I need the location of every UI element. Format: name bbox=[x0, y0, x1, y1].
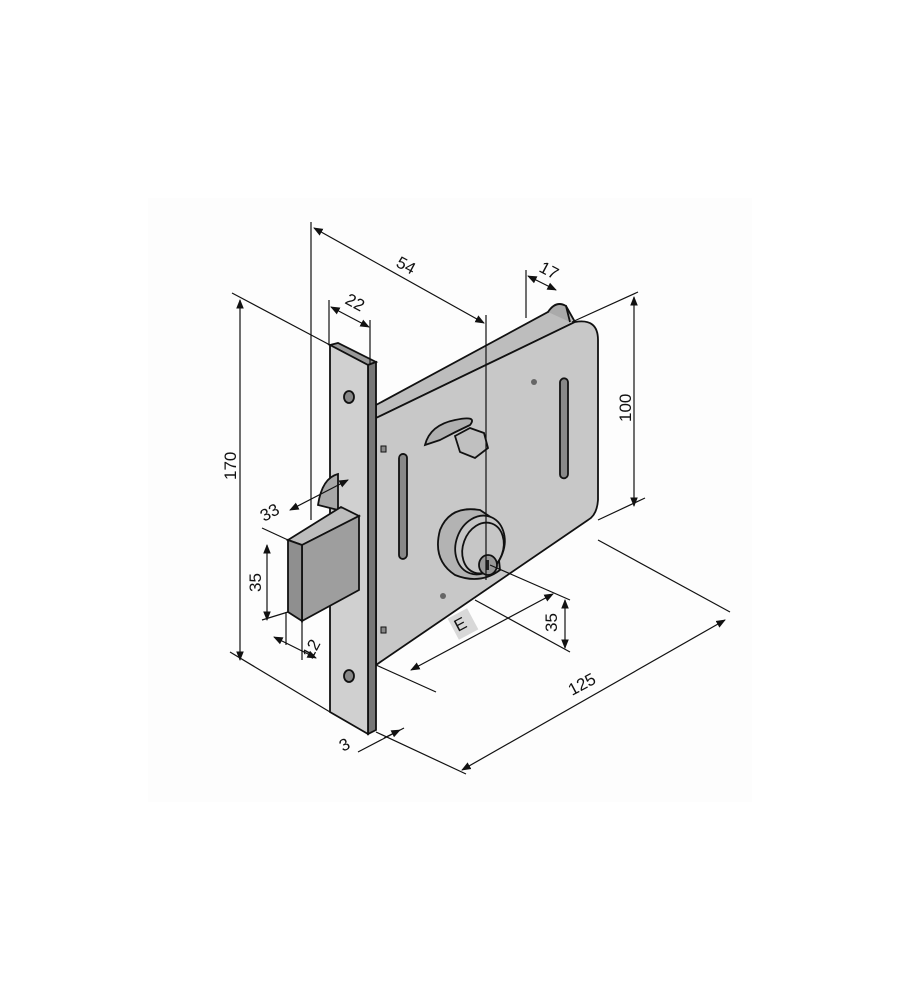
lock-case bbox=[375, 303, 599, 667]
follower-lever bbox=[423, 417, 473, 447]
dim-12: 12 bbox=[299, 636, 325, 662]
dim-3: 3 bbox=[336, 734, 353, 755]
screw-hole bbox=[440, 593, 446, 599]
faceplate-screw-hole bbox=[343, 669, 355, 683]
e-badge bbox=[447, 608, 479, 640]
case-rear-tongue bbox=[547, 303, 571, 323]
deadbolt bbox=[285, 472, 361, 623]
bolt-hook bbox=[316, 472, 339, 512]
dim-100: 100 bbox=[616, 394, 635, 422]
slot-left bbox=[398, 453, 408, 560]
case-notch bbox=[380, 626, 387, 634]
dimension-lines bbox=[229, 222, 731, 775]
dim-35-cylinder: 35 bbox=[542, 613, 561, 632]
case-notch bbox=[380, 445, 387, 453]
dim-35-bolt: 35 bbox=[246, 573, 265, 592]
dim-170: 170 bbox=[221, 452, 240, 480]
case-plate bbox=[375, 320, 599, 667]
bolt-front bbox=[287, 538, 303, 623]
faceplate-edge bbox=[367, 360, 377, 736]
hex-nut bbox=[453, 427, 490, 460]
screw-hole bbox=[531, 379, 537, 385]
dim-17: 17 bbox=[536, 258, 562, 284]
dim-22: 22 bbox=[342, 290, 368, 316]
dim-33: 33 bbox=[257, 500, 283, 526]
faceplate-screw-hole bbox=[343, 390, 355, 404]
cylinder bbox=[437, 508, 506, 580]
slot-right bbox=[559, 377, 569, 480]
